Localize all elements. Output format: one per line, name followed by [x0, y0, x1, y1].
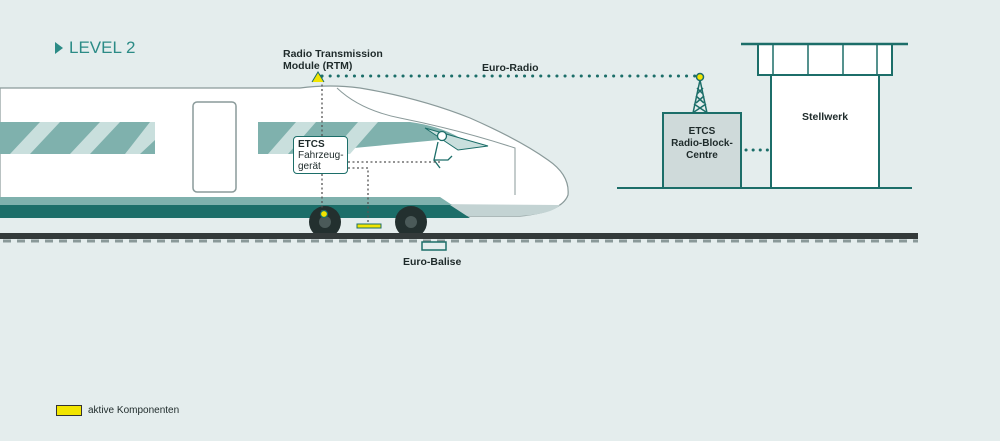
onboard-wiring	[321, 80, 440, 226]
rbc-label: ETCS Radio-Block- Centre	[663, 126, 741, 162]
radio-mast	[692, 79, 708, 114]
rtm-label-line1: Radio Transmission	[283, 48, 383, 60]
euro-balise-label: Euro-Balise	[403, 256, 462, 268]
radio-mast-antenna	[695, 72, 705, 82]
stellwerk-label: Stellwerk	[802, 111, 849, 123]
etcs-onboard-line1: Fahrzeug-	[298, 150, 344, 161]
legend: aktive Komponenten	[56, 405, 179, 416]
balise-antenna	[356, 223, 382, 229]
odometry-sensor	[319, 209, 329, 219]
rtm-label: Radio Transmission Module (RTM)	[283, 48, 383, 72]
legend-label: aktive Komponenten	[88, 405, 180, 416]
rbc-line1: ETCS	[688, 126, 716, 137]
stellwerk-building	[741, 42, 908, 189]
euro-balise	[421, 241, 447, 251]
rtm-bracket	[311, 71, 325, 83]
rtm-label-line2: Module (RTM)	[283, 60, 353, 72]
etcs-onboard-unit: ETCS Fahrzeug- gerät	[293, 136, 348, 174]
etcs-onboard-title: ETCS	[298, 139, 325, 150]
triangle-icon	[55, 42, 63, 54]
track-rail	[0, 233, 918, 239]
rbc-line3: Centre	[686, 150, 718, 161]
level-label: LEVEL 2	[69, 38, 136, 57]
level-heading: LEVEL 2	[55, 38, 135, 58]
etcs-onboard-line2: gerät	[298, 161, 321, 172]
euro-radio-label: Euro-Radio	[482, 62, 539, 74]
rbc-building	[662, 112, 742, 189]
rbc-line2: Radio-Block-	[671, 138, 733, 149]
legend-swatch-active	[56, 405, 82, 416]
train	[0, 85, 569, 218]
